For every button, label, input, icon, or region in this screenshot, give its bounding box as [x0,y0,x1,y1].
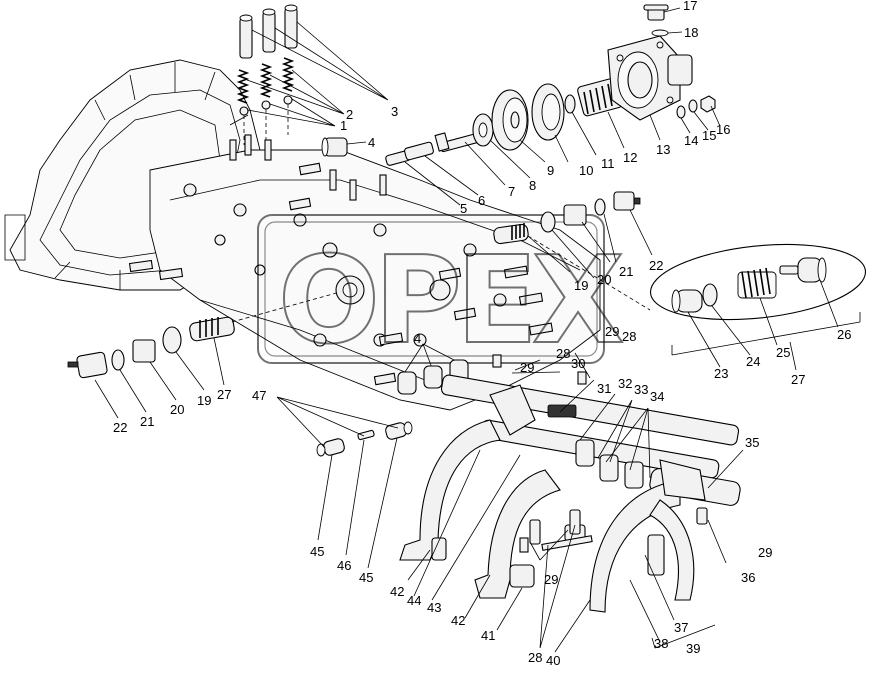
callout-labels: 1 2 3 4 5 6 7 8 9 10 11 12 13 14 15 16 1… [113,0,851,668]
detent-assembly-lower [67,291,341,419]
callout-22-lower: 22 [113,420,127,435]
callout-5: 5 [460,201,467,216]
callout-37: 37 [674,620,688,635]
callout-29-c: 29 [758,545,772,560]
callout-21-lower: 21 [140,414,154,429]
callout-29-a: 29 [605,324,619,339]
callout-46: 46 [337,558,351,573]
callout-45-a: 45 [310,544,324,559]
callout-42-a: 42 [390,584,404,599]
callout-35: 35 [745,435,759,450]
callout-11: 11 [601,156,615,171]
callout-22: 22 [649,258,663,273]
callout-41: 41 [481,628,495,643]
cover-assembly [385,4,721,206]
callout-18: 18 [684,25,698,40]
callout-15: 15 [702,128,716,143]
callout-16: 16 [716,122,730,137]
callout-29-d: 29 [544,572,558,587]
callout-28-a: 28 [622,329,636,344]
callout-27: 27 [791,372,805,387]
callout-4: 4 [368,135,375,150]
callout-7: 7 [508,184,515,199]
callout-25: 25 [776,345,790,360]
callout-3: 3 [391,104,398,119]
callout-29-b: 29 [520,360,534,375]
callout-27-lower: 27 [217,387,231,402]
callout-39: 39 [686,641,700,656]
callout-10: 10 [579,163,593,178]
leader-lines [276,352,744,653]
callout-13: 13 [656,142,670,157]
callout-30: 30 [571,356,585,371]
callout-31: 31 [597,381,611,396]
callout-43: 43 [427,600,441,615]
callout-32: 32 [618,376,632,391]
callout-17: 17 [683,0,697,13]
callout-28-b: 28 [556,346,570,361]
detail-oval [649,243,867,371]
callout-36: 36 [741,570,755,585]
callout-12: 12 [623,150,637,165]
callout-40: 40 [546,653,560,668]
callout-26: 26 [837,327,851,342]
detent-assembly-upper [493,191,653,311]
callout-19: 19 [574,278,588,293]
callout-20-lower: 20 [170,402,184,417]
watermark: OPEX [257,214,630,372]
pins-springs-balls [236,4,389,157]
callout-38: 38 [654,636,668,651]
callout-47: 47 [252,388,266,403]
callout-34: 34 [650,389,664,404]
watermark-text: OPEX [278,232,623,371]
callout-1: 1 [340,118,347,133]
callout-42-b: 42 [451,613,465,628]
callout-20: 20 [597,272,611,287]
callout-28-c: 28 [528,650,542,665]
callout-19-lower: 19 [197,393,211,408]
callout-24: 24 [746,354,760,369]
callout-14: 14 [684,133,698,148]
callout-2: 2 [346,107,353,122]
callout-44: 44 [407,593,421,608]
callout-33: 33 [634,382,648,397]
callout-9: 9 [547,163,554,178]
callout-45-b: 45 [359,570,373,585]
callout-4-lower: 4 [414,331,421,346]
callout-8: 8 [529,178,536,193]
callout-21: 21 [619,264,633,279]
callout-6: 6 [478,193,485,208]
callout-23: 23 [714,366,728,381]
shift-forks-assembly [316,354,741,613]
